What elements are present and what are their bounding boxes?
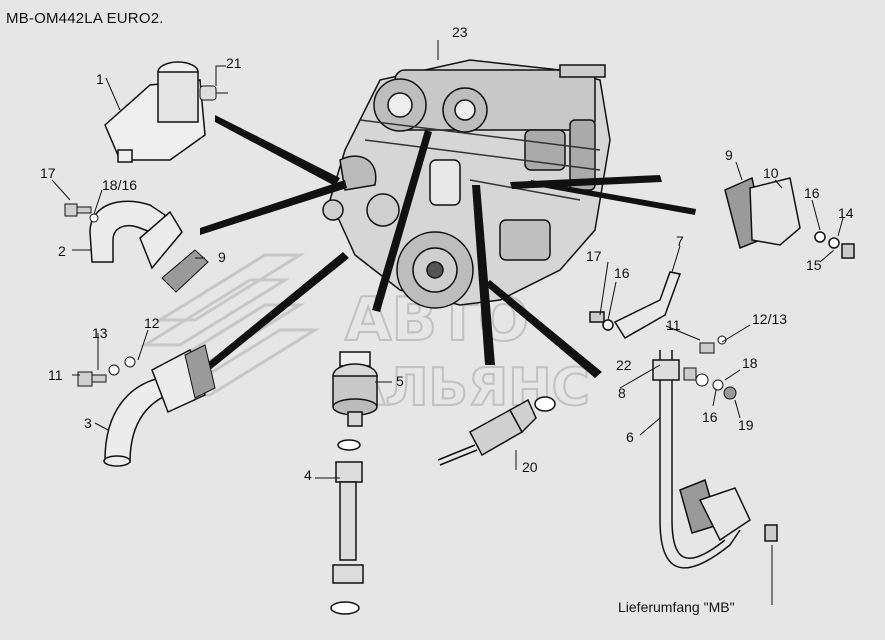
part-1-housing — [104, 61, 206, 163]
callout-16-right: 16 — [804, 185, 820, 201]
leader-wedges — [200, 115, 696, 378]
engine-assembly — [322, 59, 611, 309]
callout-1: 1 — [96, 71, 104, 87]
callout-11-left: 11 — [48, 367, 63, 383]
callout-22: 22 — [616, 357, 632, 373]
part-9-gasket-left — [161, 249, 209, 293]
part-21-plug — [199, 85, 228, 101]
callout-11-right: 11 — [666, 317, 681, 333]
part-5-sensor — [332, 351, 378, 427]
callout-5: 5 — [396, 373, 404, 389]
part-22-clamp — [683, 335, 737, 400]
callout-18-16: 18/16 — [102, 177, 137, 193]
callout-19: 19 — [738, 417, 754, 433]
callout-17-right: 17 — [586, 248, 602, 264]
part-9-gasket-mid — [184, 344, 216, 399]
callout-3: 3 — [84, 415, 92, 431]
callouts — [51, 40, 844, 479]
supply-scope-caption: Lieferumfang "MB" — [618, 599, 735, 615]
part-2-elbow — [89, 200, 183, 270]
callout-15: 15 — [806, 257, 822, 273]
callout-23: 23 — [452, 24, 468, 40]
callout-8: 8 — [618, 385, 626, 401]
callout-17: 17 — [40, 165, 56, 181]
callout-14: 14 — [838, 205, 854, 221]
part-11-bolt — [77, 356, 136, 387]
callout-4: 4 — [304, 467, 312, 483]
part-4-sleeve — [330, 439, 364, 615]
callout-21: 21 — [226, 55, 242, 71]
callout-13: 13 — [92, 325, 108, 341]
callout-16-low: 16 — [702, 409, 718, 425]
callout-6: 6 — [626, 429, 634, 445]
callout-10: 10 — [763, 165, 779, 181]
callout-12: 12 — [144, 315, 160, 331]
part-17-bolt — [64, 203, 99, 223]
callout-16-mid: 16 — [614, 265, 630, 281]
callout-9-left: 9 — [218, 249, 226, 265]
callout-9-right: 9 — [725, 147, 733, 163]
part-10-flange — [724, 176, 855, 259]
callout-7: 7 — [676, 233, 684, 249]
part-lower-flange — [679, 478, 778, 542]
callout-20: 20 — [522, 459, 538, 475]
part-20-sender — [437, 396, 556, 466]
callout-2: 2 — [58, 243, 66, 259]
diagram-title: MB-OM442LA EURO2. — [6, 10, 164, 27]
callout-12-13: 12/13 — [752, 311, 787, 327]
callout-labels: 23 21 1 17 18/16 2 9 13 12 11 3 5 4 9 10… — [40, 24, 854, 615]
callout-18-right: 18 — [742, 355, 758, 371]
